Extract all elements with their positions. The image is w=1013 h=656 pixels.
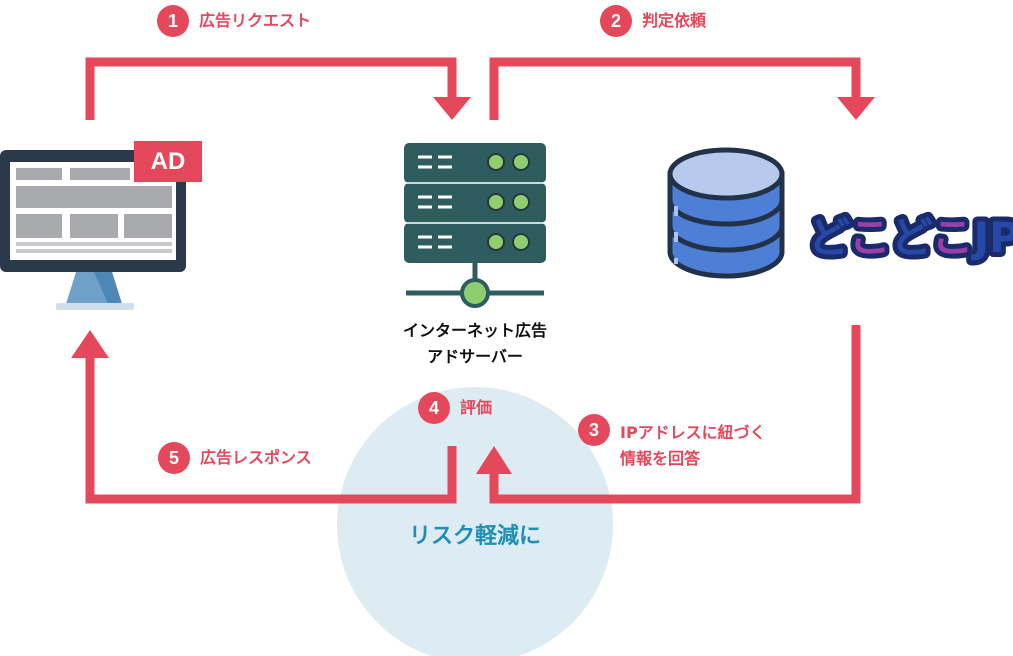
arrow-request [85,57,457,120]
monitor-icon [0,150,186,310]
arrowhead-answer [476,446,512,474]
risk-reduction-text: リスク軽減に [408,524,541,549]
ad-server-label-line1: インターネット広告 [402,321,547,340]
step-1-label: 広告リクエスト [199,11,312,30]
arrow-answer [489,325,861,504]
step-4-label: 評価 [460,398,493,417]
step-4: 4 評価 [418,390,492,426]
step-3-label: IPアドレスに紐づく 情報を回答 [620,420,766,472]
step-5-badge: 5 [158,442,190,474]
dokodoko-logo: どこどこJP どこどこJP [803,208,1013,267]
step-3-label-line1: IPアドレスに紐づく [620,423,766,442]
ad-server-label-line2: アドサーバー [427,347,523,366]
arrowhead-judge [837,97,875,120]
svg-text:どこどこJP: どこどこJP [808,213,1013,262]
ad-badge: AD [134,141,202,182]
step-5: 5 広告レスポンス [158,440,312,476]
ad-server-label: インターネット広告 アドサーバー [360,318,590,370]
step-1-badge: 1 [157,5,189,37]
server-icon [404,143,546,308]
arrow-response [85,355,457,504]
step-2-badge: 2 [600,5,632,37]
step-5-label: 広告レスポンス [200,448,312,467]
arrowhead-response [71,330,109,358]
step-3: 3 [578,412,610,448]
flow-arrows [85,57,861,504]
step-2: 2 判定依頼 [600,3,706,39]
step-1: 1 広告リクエスト [157,3,311,39]
step-4-badge: 4 [418,392,450,424]
svg-text:どこどこJP: どこどこJP [808,213,1013,262]
step-3-label-line2: 情報を回答 [620,449,701,468]
arrow-judge [489,57,861,120]
risk-circle [337,387,613,656]
database-icon [667,147,785,279]
arrowhead-request [433,97,471,120]
step-2-label: 判定依頼 [642,11,707,30]
step-3-badge: 3 [578,414,610,446]
